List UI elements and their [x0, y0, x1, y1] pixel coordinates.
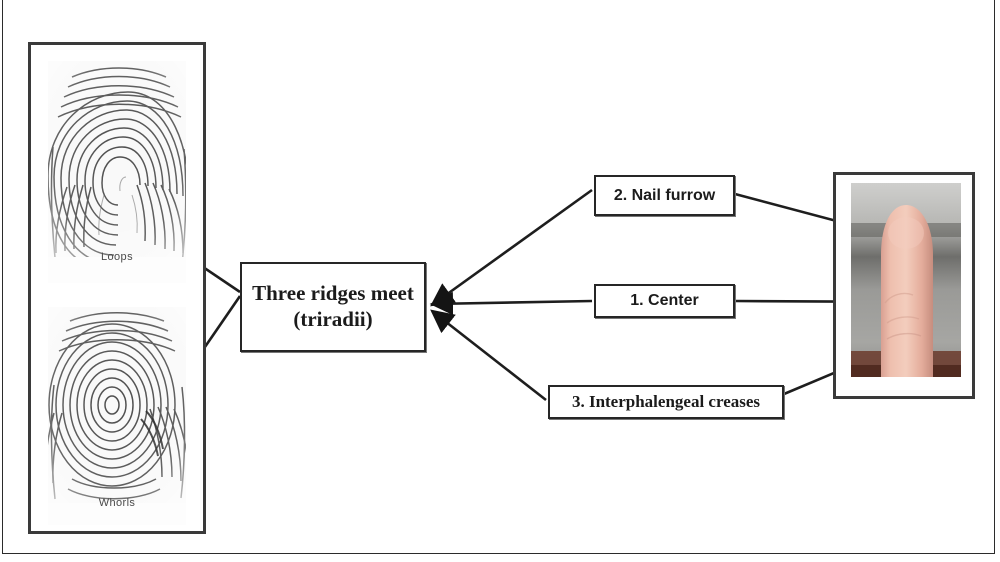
label-nail-furrow-text: 2. Nail furrow — [613, 186, 716, 204]
fingerprint-whorls-caption: Whorls — [98, 497, 136, 509]
label-creases-text: 3. Interphalengeal creases — [571, 392, 761, 411]
fingerprint-loops-image — [48, 61, 186, 257]
fingerprint-whorls-image — [48, 307, 186, 503]
label-box-nail-furrow[interactable]: 2. Nail furrow — [594, 175, 735, 216]
connector-nailfurrow-to-center — [430, 188, 593, 307]
fingerprint-whorls: Whorls — [48, 307, 186, 525]
center-node-triradii-box[interactable]: Three ridges meet (triradii) — [240, 262, 426, 352]
fingerprint-loops: Loops — [48, 61, 186, 283]
label-box-center[interactable]: 1. Center — [594, 284, 735, 318]
connector-centerlabel-to-center — [429, 291, 593, 316]
label-center-text: 1. Center — [630, 292, 699, 309]
fingerprint-loops-caption: Loops — [101, 251, 133, 263]
label-box-interphalengeal-creases[interactable]: 3. Interphalengeal creases — [548, 385, 784, 419]
fingertip-illustration-icon — [851, 183, 961, 377]
loop-ridge-pattern-icon — [48, 61, 186, 257]
center-node-line1: Three ridges meet — [252, 281, 414, 306]
fingertip-photo — [851, 183, 961, 377]
center-node-line2: (triradii) — [293, 307, 373, 331]
fingertip-photo-panel — [833, 172, 975, 399]
connector-creases-to-center — [430, 309, 547, 402]
fingerprint-pattern-panel: Loops — [28, 42, 206, 534]
whorl-ridge-pattern-icon — [48, 307, 186, 503]
